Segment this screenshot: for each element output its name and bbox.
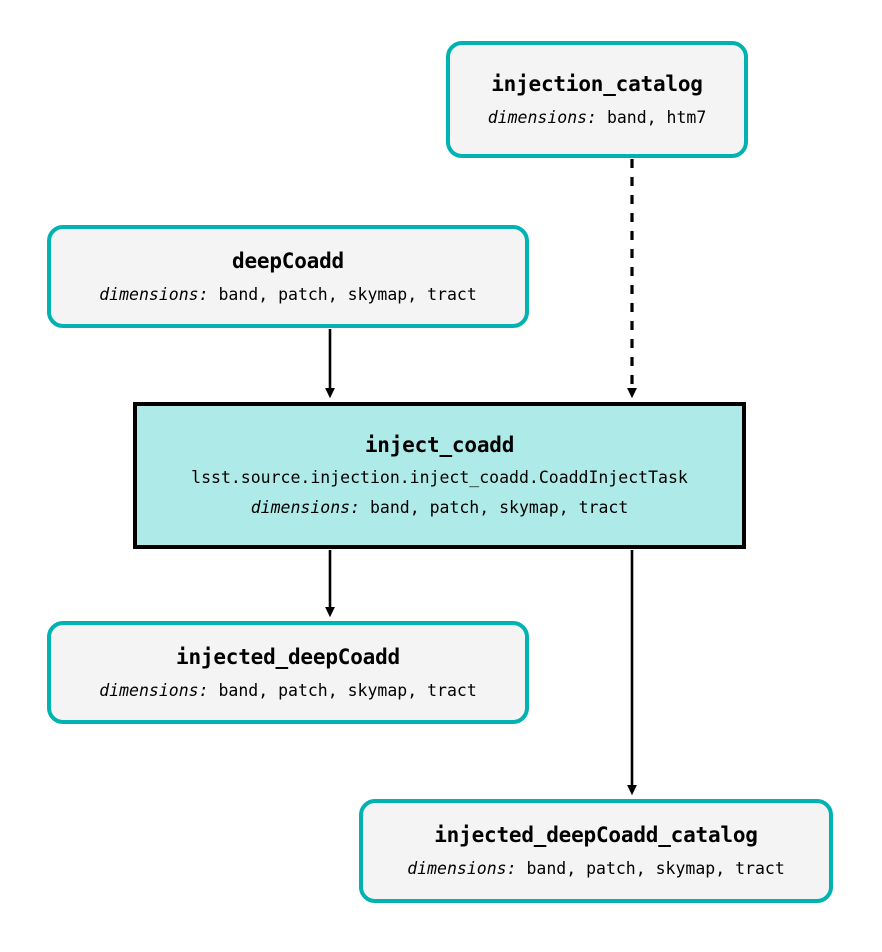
- dataset-node-deepcoadd[interactable]: deepCoadd dimensions: band, patch, skyma…: [47, 225, 529, 328]
- node-dimensions: dimensions: band, patch, skymap, tract: [251, 498, 629, 518]
- dimensions-label: dimensions:: [487, 107, 597, 127]
- node-title: deepCoadd: [232, 248, 344, 273]
- dataset-node-injected-deepcoadd-catalog[interactable]: injected_deepCoadd_catalog dimensions: b…: [359, 799, 833, 903]
- node-dimensions: dimensions: band, patch, skymap, tract: [407, 859, 785, 879]
- dimensions-label: dimensions:: [250, 498, 361, 518]
- node-dimensions: dimensions: band, htm7: [488, 108, 707, 128]
- node-title: inject_coadd: [364, 433, 515, 458]
- dimensions-value: band, patch, skymap, tract: [218, 284, 477, 304]
- task-class-path: lsst.source.injection.inject_coadd.Coadd…: [191, 468, 688, 488]
- dimensions-label: dimensions:: [99, 284, 209, 304]
- dimensions-value: band, patch, skymap, tract: [369, 498, 629, 518]
- dimensions-value: band, patch, skymap, tract: [218, 680, 477, 700]
- dataset-node-injected-deepcoadd[interactable]: injected_deepCoadd dimensions: band, pat…: [47, 621, 529, 724]
- dimensions-value: band, htm7: [606, 107, 707, 127]
- dataset-node-injection-catalog[interactable]: injection_catalog dimensions: band, htm7: [446, 41, 748, 158]
- node-dimensions: dimensions: band, patch, skymap, tract: [99, 285, 477, 305]
- dimensions-value: band, patch, skymap, tract: [526, 859, 785, 879]
- dimensions-label: dimensions:: [407, 859, 517, 879]
- task-node-inject-coadd[interactable]: inject_coadd lsst.source.injection.injec…: [133, 402, 746, 549]
- node-dimensions: dimensions: band, patch, skymap, tract: [99, 681, 477, 701]
- node-title: injection_catalog: [491, 71, 703, 96]
- node-title: injected_deepCoadd: [176, 644, 400, 669]
- node-title: injected_deepCoadd_catalog: [434, 823, 758, 848]
- dimensions-label: dimensions:: [99, 680, 209, 700]
